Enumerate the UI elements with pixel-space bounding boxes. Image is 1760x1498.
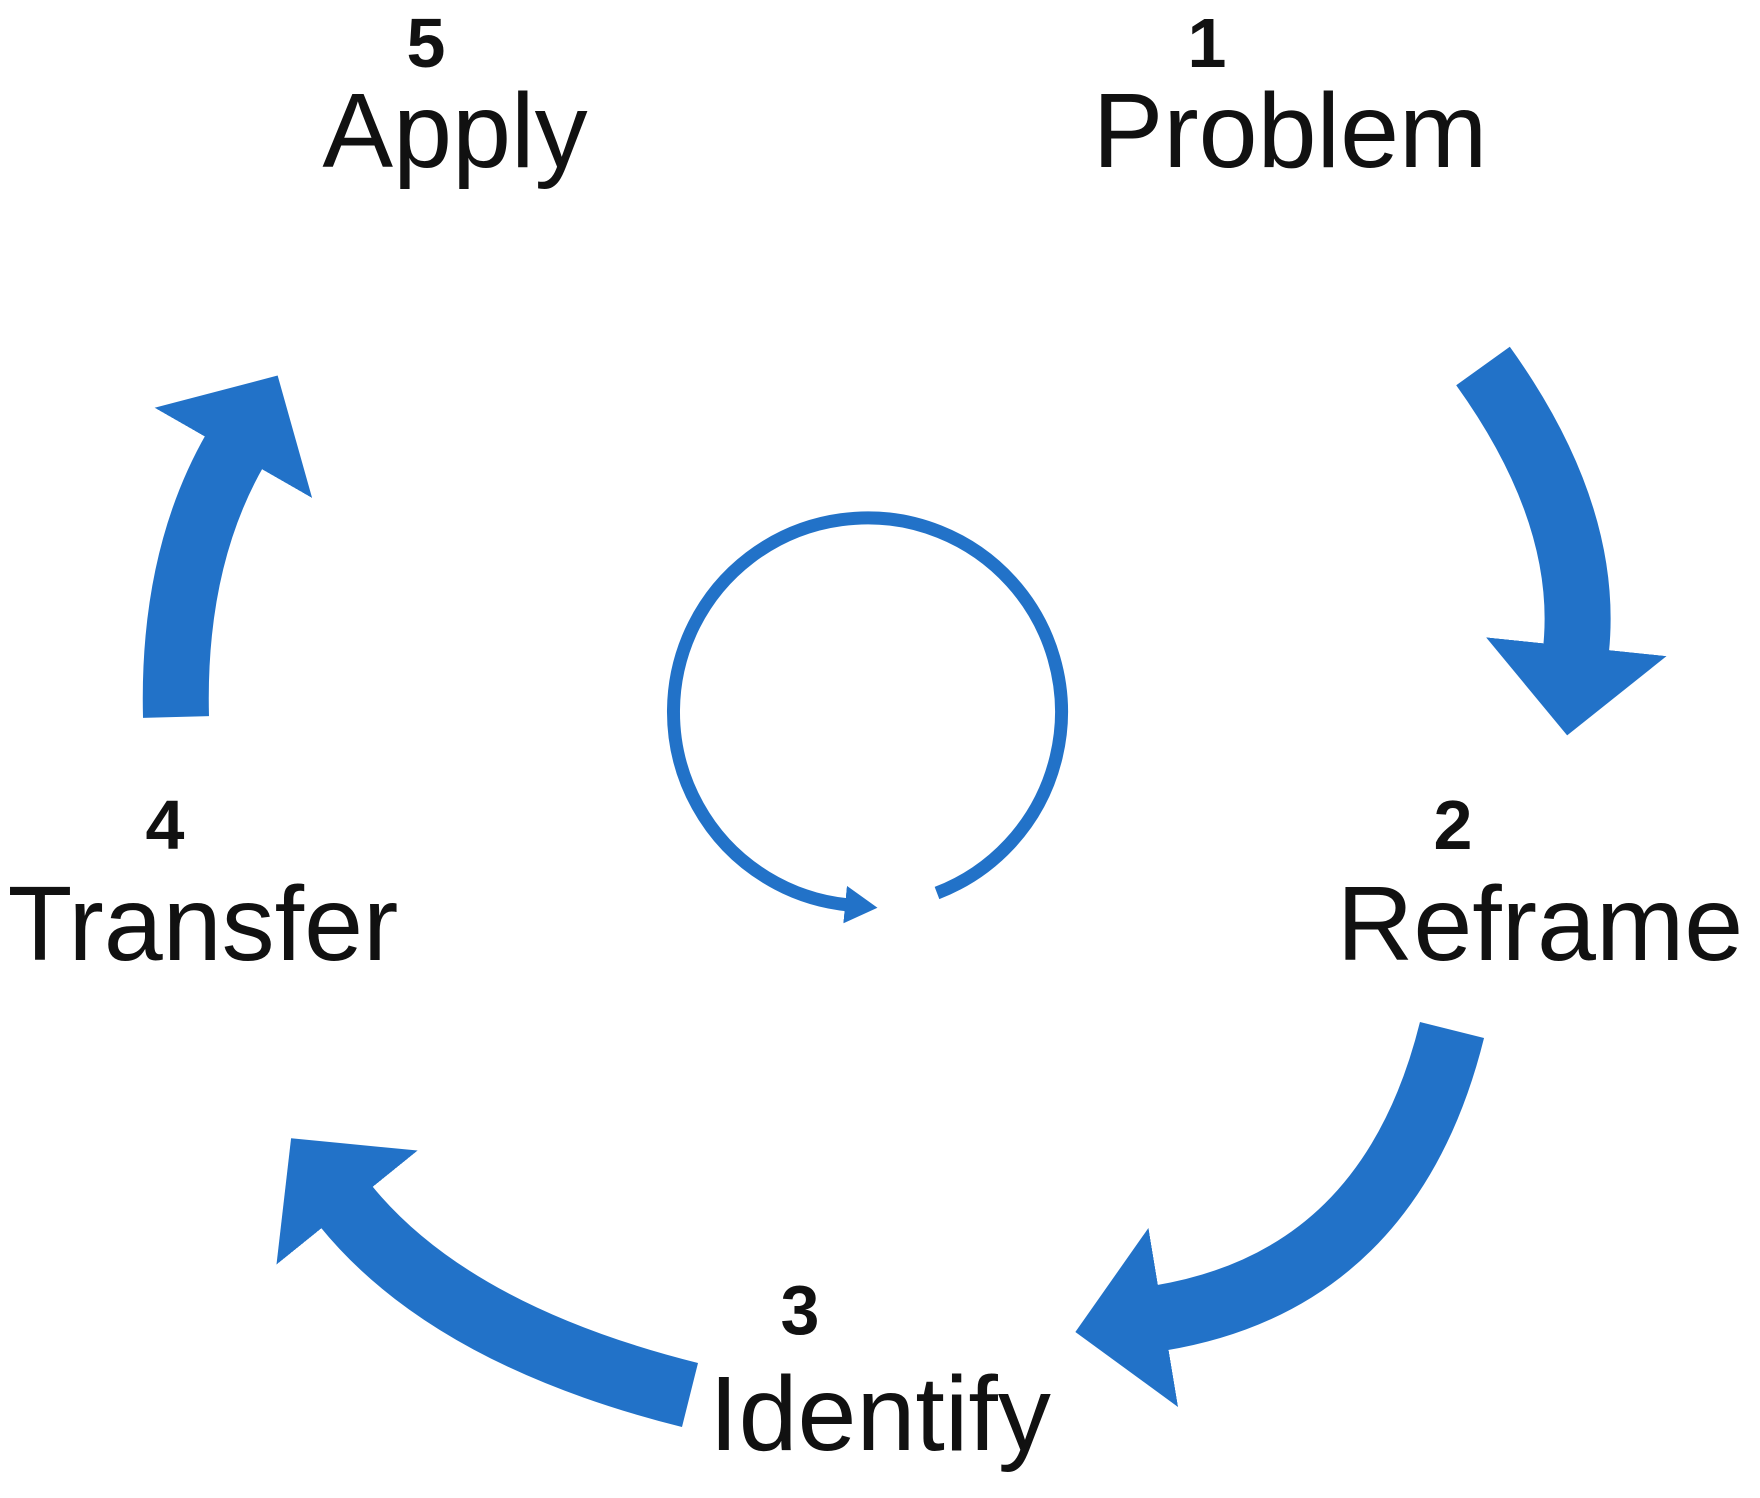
step-5-number: 5 [406,4,446,82]
step-1-number: 1 [1187,4,1227,82]
step-2-number: 2 [1433,786,1473,864]
curved-arrow-icon-3-4 [276,1138,699,1428]
step-4-label-transfer: Transfer [7,865,399,983]
step-1-label-problem: Problem [1092,72,1488,190]
curved-arrow-icon-2-3 [1075,1021,1485,1407]
step-3-label-identify: Identify [709,1355,1051,1473]
cycle-circle-icon [666,511,1068,924]
step-5-label-apply: Apply [322,72,588,190]
step-3-number: 3 [780,1271,820,1349]
curved-arrow-icon-1-2 [1456,346,1667,736]
curved-arrow-icon-4-5 [142,375,313,718]
step-2-label-reframe: Reframe [1336,865,1744,983]
step-4-number: 4 [145,786,185,864]
